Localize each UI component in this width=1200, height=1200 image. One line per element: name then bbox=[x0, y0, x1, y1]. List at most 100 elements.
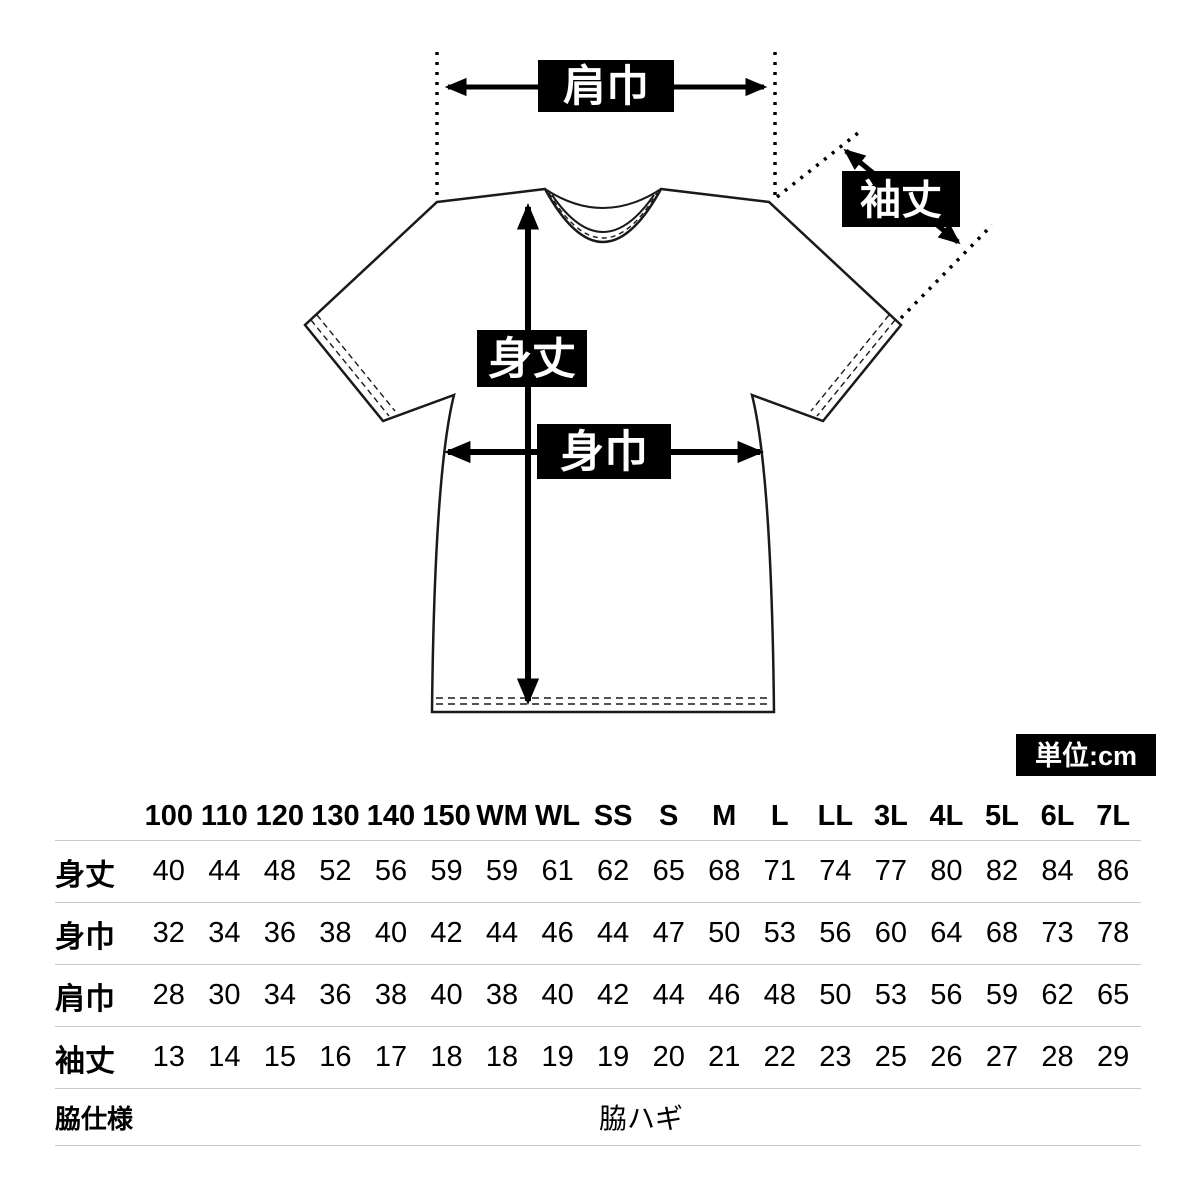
dimension-guides bbox=[435, 52, 994, 320]
size-column-header: 100 bbox=[141, 792, 197, 841]
size-value-cell: 64 bbox=[918, 902, 975, 965]
size-value-cell: 53 bbox=[752, 902, 808, 965]
size-value-cell: 36 bbox=[252, 902, 308, 965]
size-value-cell: 59 bbox=[974, 964, 1030, 1027]
size-value-cell: 34 bbox=[252, 964, 308, 1027]
tshirt-outline bbox=[303, 187, 903, 714]
size-value-cell: 38 bbox=[474, 964, 530, 1027]
size-value-cell: 44 bbox=[585, 902, 641, 965]
size-value-cell: 62 bbox=[1029, 964, 1086, 1027]
size-value-cell: 74 bbox=[807, 840, 864, 903]
size-value-cell: 68 bbox=[696, 840, 753, 903]
shoulder-width-label-box bbox=[538, 60, 674, 112]
size-value-cell: 40 bbox=[529, 964, 586, 1027]
size-value-cell: 86 bbox=[1085, 840, 1141, 903]
size-value-cell: 15 bbox=[252, 1026, 308, 1089]
collar-back-line bbox=[544, 188, 662, 209]
size-column-header: 120 bbox=[252, 792, 308, 841]
size-value-cell: 42 bbox=[585, 964, 641, 1027]
size-value-cell: 13 bbox=[141, 1026, 197, 1089]
size-value-cell: 14 bbox=[196, 1026, 253, 1089]
size-value-cell: 32 bbox=[141, 902, 197, 965]
size-value-cell: 59 bbox=[474, 840, 530, 903]
measure-row-label: 身丈 bbox=[55, 840, 141, 903]
size-value-cell: 22 bbox=[752, 1026, 808, 1089]
body-width-label-box bbox=[537, 424, 671, 479]
size-value-cell: 40 bbox=[141, 840, 197, 903]
size-value-cell: 44 bbox=[640, 964, 697, 1027]
size-value-cell: 62 bbox=[585, 840, 641, 903]
size-value-cell: 59 bbox=[418, 840, 475, 903]
size-value-cell: 46 bbox=[696, 964, 753, 1027]
size-value-cell: 28 bbox=[1029, 1026, 1086, 1089]
size-column-header: 130 bbox=[307, 792, 364, 841]
size-value-cell: 82 bbox=[974, 840, 1030, 903]
size-value-cell: 77 bbox=[863, 840, 919, 903]
size-column-header: 140 bbox=[363, 792, 419, 841]
size-value-cell: 38 bbox=[363, 964, 419, 1027]
size-column-header: LL bbox=[807, 792, 864, 841]
size-column-header: WL bbox=[529, 792, 586, 841]
size-value-cell: 80 bbox=[918, 840, 975, 903]
size-column-header: 150 bbox=[418, 792, 475, 841]
size-value-cell: 20 bbox=[640, 1026, 697, 1089]
dimension-labels: 肩巾 袖丈 身丈 身巾 bbox=[477, 60, 960, 479]
size-column-header: 6L bbox=[1029, 792, 1086, 841]
body-width-label: 身巾 bbox=[560, 428, 648, 477]
size-value-cell: 60 bbox=[863, 902, 919, 965]
body-length-label: 身丈 bbox=[488, 335, 576, 384]
left-sleeve-stitch bbox=[316, 314, 396, 412]
size-column-header: 3L bbox=[863, 792, 919, 841]
size-column-header: SS bbox=[585, 792, 641, 841]
size-column-header: 5L bbox=[974, 792, 1030, 841]
sleeve-length-label: 袖丈 bbox=[860, 177, 942, 223]
unit-badge-box bbox=[1016, 734, 1156, 776]
side-spec-value-cell: 脇ハギ bbox=[141, 1088, 1141, 1146]
size-value-cell: 29 bbox=[1085, 1026, 1141, 1089]
size-value-cell: 38 bbox=[307, 902, 364, 965]
size-column-header: 110 bbox=[196, 792, 253, 841]
size-value-cell: 19 bbox=[585, 1026, 641, 1089]
size-value-cell: 28 bbox=[141, 964, 197, 1027]
size-value-cell: 44 bbox=[474, 902, 530, 965]
size-column-header: L bbox=[752, 792, 808, 841]
size-value-cell: 53 bbox=[863, 964, 919, 1027]
tshirt-measurement-diagram: 肩巾 袖丈 身丈 身巾 単位:cm bbox=[303, 52, 1156, 776]
body-length-label-box bbox=[477, 330, 587, 387]
size-value-cell: 25 bbox=[863, 1026, 919, 1089]
size-column-header: 4L bbox=[918, 792, 975, 841]
size-value-cell: 48 bbox=[252, 840, 308, 903]
size-value-cell: 46 bbox=[529, 902, 586, 965]
size-column-header: WM bbox=[474, 792, 530, 841]
sleeve-guide-bottom bbox=[899, 223, 994, 320]
right-sleeve-stitch bbox=[810, 314, 890, 412]
size-value-cell: 18 bbox=[474, 1026, 530, 1089]
size-value-cell: 47 bbox=[640, 902, 697, 965]
sleeve-guide-top bbox=[775, 131, 860, 199]
size-value-cell: 48 bbox=[752, 964, 808, 1027]
tshirt-drawing bbox=[303, 187, 903, 714]
shoulder-width-label: 肩巾 bbox=[563, 62, 649, 111]
size-value-cell: 40 bbox=[418, 964, 475, 1027]
size-value-cell: 17 bbox=[363, 1026, 419, 1089]
size-value-cell: 19 bbox=[529, 1026, 586, 1089]
size-value-cell: 65 bbox=[1085, 964, 1141, 1027]
size-value-cell: 21 bbox=[696, 1026, 753, 1089]
measure-row-label: 肩巾 bbox=[55, 964, 141, 1027]
size-value-cell: 84 bbox=[1029, 840, 1086, 903]
size-value-cell: 34 bbox=[196, 902, 253, 965]
size-value-cell: 52 bbox=[307, 840, 364, 903]
sleeve-length-label-box bbox=[842, 171, 960, 227]
collar-inner-line bbox=[551, 194, 655, 233]
size-column-header: 7L bbox=[1085, 792, 1141, 841]
size-column-header: M bbox=[696, 792, 753, 841]
size-value-cell: 27 bbox=[974, 1026, 1030, 1089]
measure-row-label: 袖丈 bbox=[55, 1026, 141, 1089]
size-value-cell: 56 bbox=[807, 902, 864, 965]
size-value-cell: 78 bbox=[1085, 902, 1141, 965]
collar-stitch bbox=[548, 192, 658, 239]
size-value-cell: 68 bbox=[974, 902, 1030, 965]
unit-badge: 単位:cm bbox=[1016, 734, 1156, 776]
size-value-cell: 23 bbox=[807, 1026, 864, 1089]
